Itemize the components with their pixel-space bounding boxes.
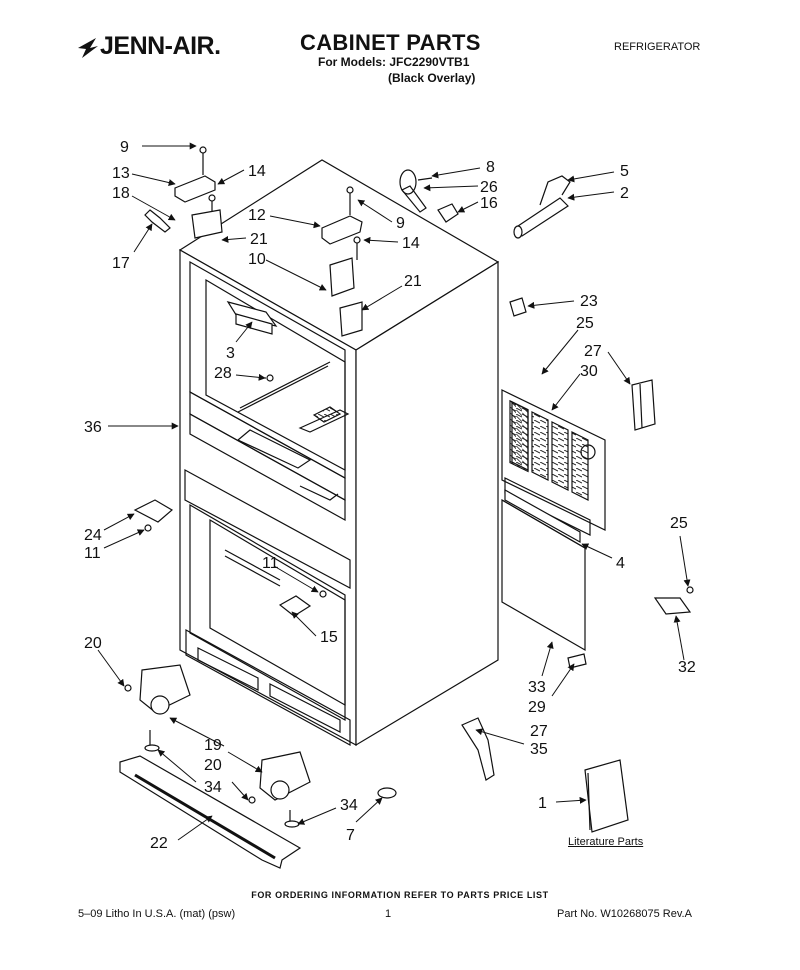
leader-lines — [97, 142, 691, 841]
brand-logo: JENN-AIR. — [76, 32, 236, 64]
callout-3: 3 — [226, 345, 235, 362]
callout-36: 36 — [84, 419, 102, 436]
callout-16: 16 — [480, 195, 498, 212]
callout-24: 24 — [84, 527, 102, 544]
callout-8: 8 — [486, 159, 495, 176]
callout-1: 1 — [538, 795, 547, 812]
page-title: CABINET PARTS — [300, 30, 481, 55]
callout-30: 30 — [580, 363, 598, 380]
callout-labels: 9 13 18 14 17 21 12 9 14 10 21 8 26 16 5… — [84, 139, 696, 852]
jenn-air-logo-icon — [78, 38, 98, 58]
callout-18: 18 — [112, 185, 130, 202]
callout-20: 20 — [84, 635, 102, 652]
literature-parts-label: Literature Parts — [568, 836, 644, 848]
callout-25: 25 — [576, 315, 594, 332]
callout-26: 26 — [480, 179, 498, 196]
page-number: 1 — [385, 908, 392, 920]
callout-7: 7 — [346, 827, 355, 844]
machine-compartment-cover — [501, 488, 586, 652]
callout-12: 12 — [248, 207, 266, 224]
cabinet-body — [178, 159, 500, 747]
hinge-top-left — [144, 146, 223, 239]
callout-13: 13 — [112, 165, 130, 182]
model-number: For Models: JFC2290VTB1 — [318, 55, 470, 69]
callout-25: 25 — [670, 515, 688, 532]
misc-clips — [461, 586, 694, 781]
callout-9: 9 — [120, 139, 129, 156]
callout-9: 9 — [396, 215, 405, 232]
callout-23: 23 — [580, 293, 598, 310]
callout-27: 27 — [584, 343, 602, 360]
litho-info: 5–09 Litho In U.S.A. (mat) (psw) — [78, 908, 236, 920]
callout-34: 34 — [340, 797, 358, 814]
callout-2: 2 — [620, 185, 629, 202]
callout-14: 14 — [402, 235, 420, 252]
callout-32: 32 — [678, 659, 696, 676]
callout-11: 11 — [262, 555, 279, 572]
callout-19: 19 — [204, 737, 222, 754]
hinge-top-center — [321, 186, 363, 337]
callout-17: 17 — [112, 255, 130, 272]
callout-11: 11 — [84, 545, 101, 562]
top-right-parts — [399, 169, 656, 431]
model-variant: (Black Overlay) — [388, 71, 476, 85]
callout-21: 21 — [250, 231, 268, 248]
callout-22: 22 — [150, 835, 168, 852]
callout-21: 21 — [404, 273, 422, 290]
ordering-note: FOR ORDERING INFORMATION REFER TO PARTS … — [251, 890, 549, 900]
brand-name: JENN-AIR. — [100, 32, 221, 60]
callout-4: 4 — [616, 555, 625, 572]
callout-20: 20 — [204, 757, 222, 774]
roller-assemblies — [124, 664, 397, 828]
callout-28: 28 — [214, 365, 232, 382]
callout-33: 33 — [528, 679, 546, 696]
callout-14: 14 — [248, 163, 266, 180]
callout-15: 15 — [320, 629, 338, 646]
callout-27: 27 — [530, 723, 548, 740]
callout-34: 34 — [204, 779, 222, 796]
callout-5: 5 — [620, 163, 629, 180]
literature-packet — [584, 759, 629, 833]
callout-10: 10 — [248, 251, 266, 268]
callout-29: 29 — [528, 699, 546, 716]
callout-35: 35 — [530, 741, 548, 758]
part-number: Part No. W10268075 Rev.A — [557, 908, 692, 920]
back-panel — [501, 389, 606, 536]
appliance-type: REFRIGERATOR — [614, 41, 701, 53]
